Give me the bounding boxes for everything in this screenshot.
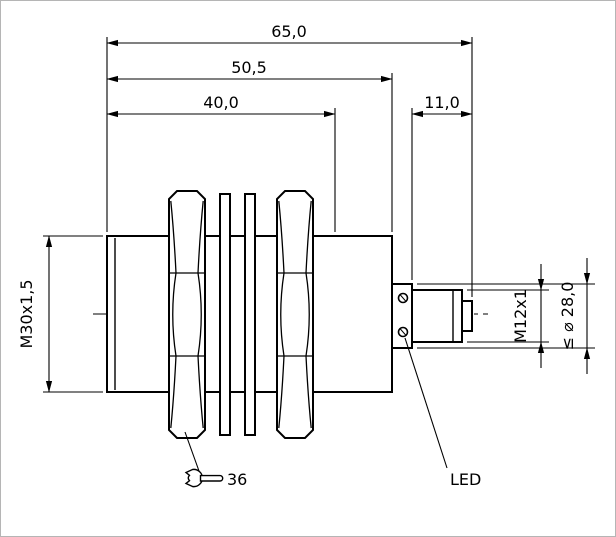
washer-1 [219,193,231,436]
body-length-label: 50,5 [231,58,267,77]
overall-length-label: 65,0 [271,22,307,41]
wrench-size-label: 36 [227,470,247,489]
washer-2 [244,193,256,436]
wrench-leader-line [184,431,200,472]
led-indicator-top-slash [399,294,407,302]
extension-lines [43,37,595,393]
hex-nut-2 [276,190,314,439]
max-diameter-label: ≤ ⌀ 28,0 [558,282,577,351]
connector-thread-label: M12x1 [511,289,530,343]
led-label: LED [450,470,481,489]
thread-length-label: 40,0 [203,93,239,112]
connector-tip [461,300,473,332]
dimension-lines [45,39,591,393]
wrench-icon [184,468,224,488]
sensor-body [106,190,473,439]
dimension-labels: 65,0 50,5 40,0 11,0 M30x1,5 M12x1 ≤ ⌀ 28… [17,22,577,350]
barrel-thread-label: M30x1,5 [17,279,36,348]
m12-connector [411,289,463,343]
led-indicator-bottom-slash [399,328,407,336]
callouts: 36 LED [184,337,481,489]
hex-nut-1 [168,190,206,439]
led-leader-line [404,337,448,469]
connector-length-label: 11,0 [424,93,460,112]
